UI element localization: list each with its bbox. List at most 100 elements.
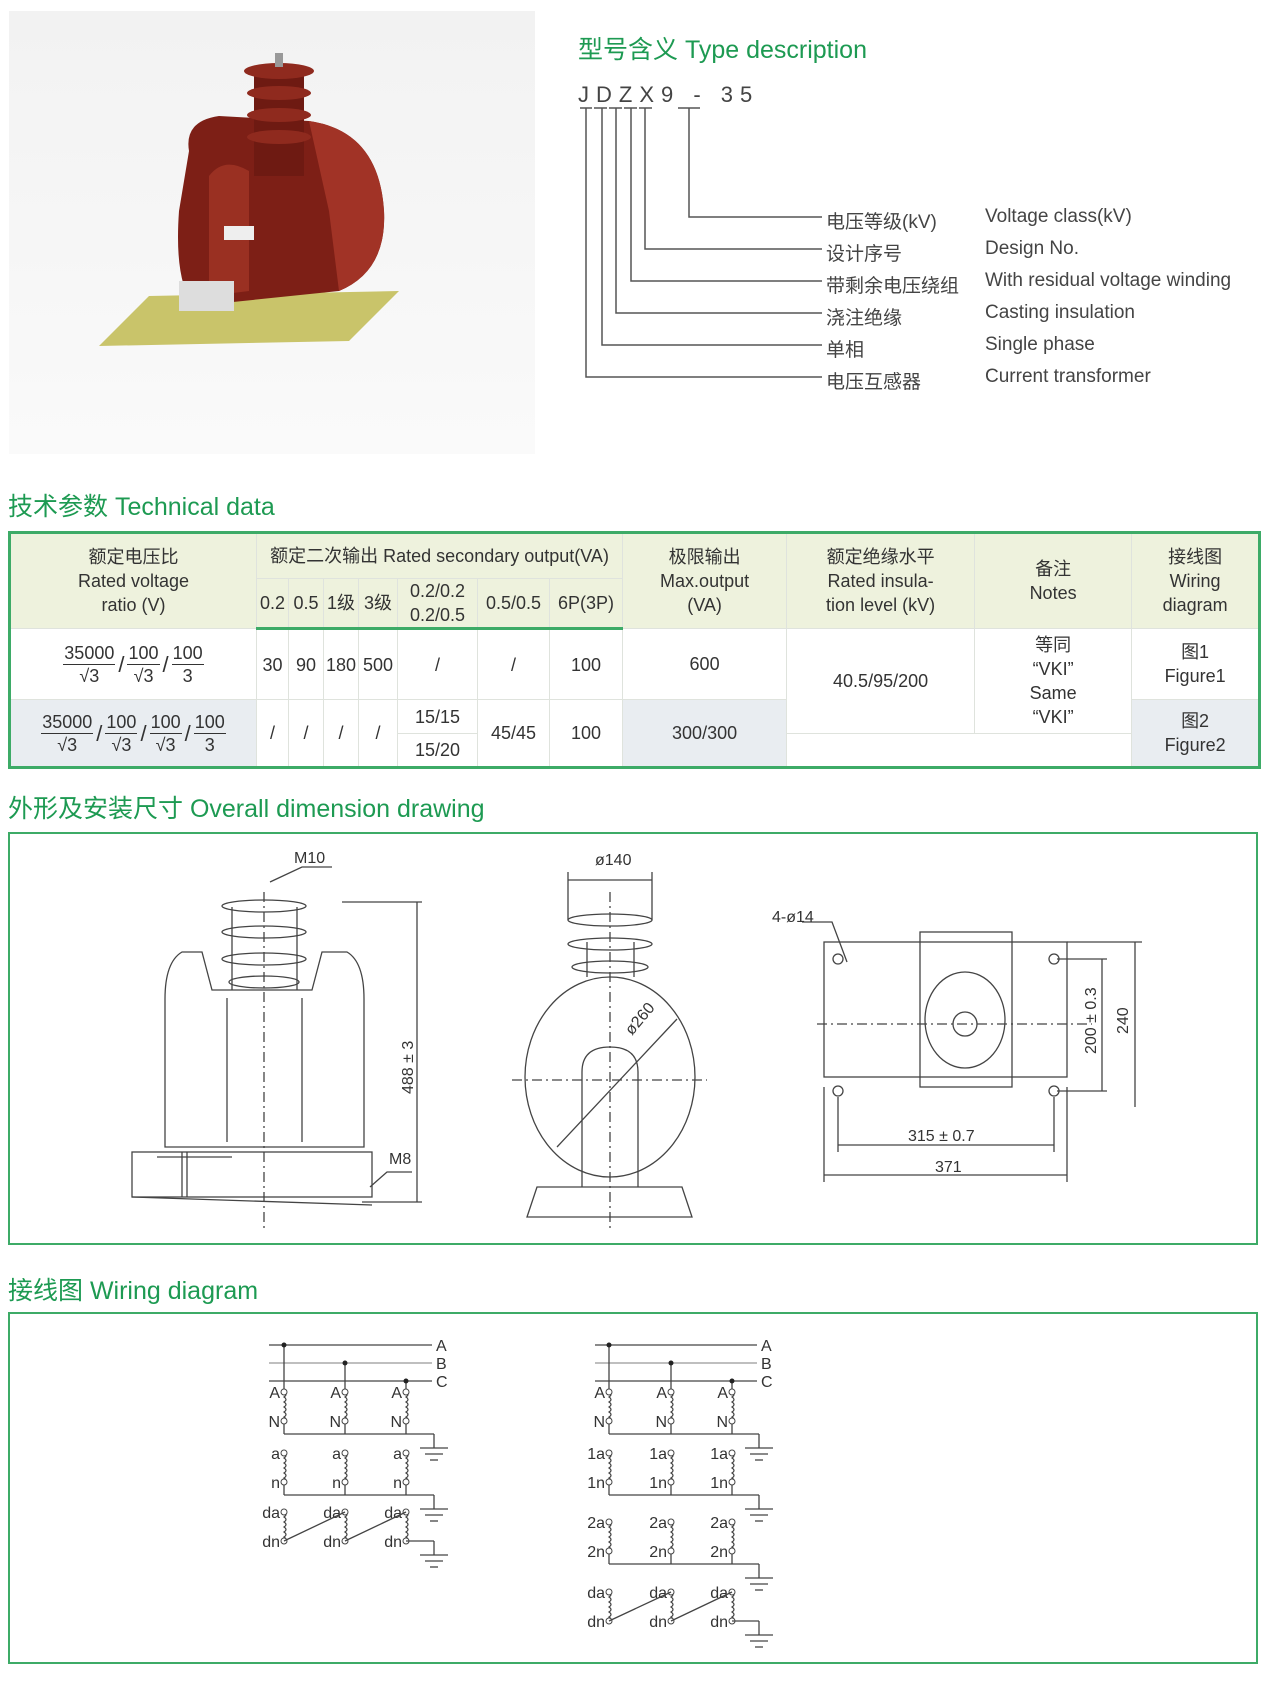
terminal-label: da [384, 1505, 402, 1522]
model-code: JDZX9 - 35 [578, 82, 760, 107]
terminal-label: 2a [649, 1515, 667, 1532]
terminal-label: A [717, 1385, 728, 1402]
cell: 600 [622, 628, 788, 700]
terminal-label: 1a [587, 1446, 605, 1463]
desc-en-voltage-class: Voltage class(kV) [985, 206, 1132, 227]
terminal-label: n [332, 1475, 341, 1492]
terminal-label: 2a [587, 1515, 605, 1532]
label-m8: M8 [389, 1151, 411, 1168]
ratio-fraction: 100√3 [105, 712, 138, 755]
terminal [341, 1478, 349, 1486]
desc-cn-residual: 带剩余电压绕组 [826, 276, 960, 297]
transformer-image [99, 53, 399, 346]
label-w240: 240 [1115, 1007, 1132, 1034]
desc-en-transformer: Current transformer [985, 366, 1151, 387]
notes-cell: 等同“VKI”Same“VKI” [974, 628, 1133, 734]
terminal-label: 1a [710, 1446, 728, 1463]
terminal [402, 1449, 410, 1457]
terminal-label: dn [649, 1614, 667, 1631]
terminal-label: N [716, 1414, 728, 1431]
terminal [605, 1449, 613, 1457]
subheader: 0.5 [288, 578, 324, 630]
cell: 100 [548, 628, 624, 700]
terminal [667, 1417, 675, 1425]
terminal [728, 1518, 736, 1526]
cell: / [477, 628, 550, 700]
cell: / [323, 699, 359, 768]
terminal-label: A [330, 1385, 341, 1402]
label-l315: 315 ± 0.7 [908, 1128, 975, 1145]
subheader: 6P(3P) [548, 578, 624, 630]
cell: / [288, 699, 324, 768]
winding-coil [730, 1391, 735, 1423]
terminal [605, 1388, 613, 1396]
bus-node [281, 1342, 287, 1348]
terminal-label: 2n [649, 1544, 667, 1561]
terminal-label: C [436, 1374, 448, 1391]
winding-coil [343, 1452, 348, 1484]
terminal [605, 1547, 613, 1555]
terminal [728, 1417, 736, 1425]
terminal [402, 1388, 410, 1396]
terminal [341, 1417, 349, 1425]
terminal-label: N [390, 1414, 402, 1431]
terminal-label: da [262, 1505, 280, 1522]
terminal-label: 1a [649, 1446, 667, 1463]
winding-coil [669, 1591, 674, 1623]
terminal-label: dn [384, 1534, 402, 1551]
cell: 500 [358, 628, 398, 700]
wiring-title: 接线图 Wiring diagram [8, 1277, 259, 1305]
cell: 100 [548, 699, 624, 768]
dimension-drawing-box: M10 M8 488 ± 3 ø140 ø260 4-ø14 200 ± 0.3… [8, 832, 1258, 1245]
terminal-label: 2a [710, 1515, 728, 1532]
winding-coil [282, 1452, 287, 1484]
terminal-label: A [761, 1338, 772, 1355]
subheader: 0.5/0.5 [477, 578, 550, 630]
terminal [667, 1547, 675, 1555]
terminal-label: A [656, 1385, 667, 1402]
terminal [280, 1508, 288, 1516]
terminal-label: a [332, 1446, 341, 1463]
subheader: 0.2 [256, 578, 289, 630]
winding-coil [730, 1591, 735, 1623]
terminal [280, 1449, 288, 1457]
terminal-label: dn [587, 1614, 605, 1631]
desc-en-design-no: Design No. [985, 238, 1079, 259]
terminal [667, 1449, 675, 1457]
terminal [728, 1478, 736, 1486]
technical-data-title: 技术参数 Technical data [8, 493, 275, 521]
winding-coil [282, 1391, 287, 1423]
type-code-leader-lines [580, 107, 822, 378]
terminal [728, 1547, 736, 1555]
terminal-label: 1n [649, 1475, 667, 1492]
winding-coil [607, 1521, 612, 1553]
terminal [280, 1478, 288, 1486]
desc-cn-design-no: 设计序号 [826, 244, 903, 265]
bus-node [342, 1360, 348, 1366]
front-view [131, 866, 422, 1232]
subheader: 3级 [358, 578, 398, 630]
winding-coil [669, 1521, 674, 1553]
wiring-diagram: ABCANANANananandadndadndadnABCANANAN1a1n… [262, 1338, 773, 1648]
terminal-label: a [271, 1446, 280, 1463]
bus-node [606, 1342, 612, 1348]
terminal [605, 1478, 613, 1486]
wire [608, 1591, 672, 1622]
terminal-label: A [391, 1385, 402, 1402]
ratio-fraction: 35000√3 [63, 643, 116, 686]
winding-coil [404, 1511, 409, 1543]
label-d140: ø140 [595, 852, 632, 869]
terminal [402, 1417, 410, 1425]
terminal-label: B [436, 1356, 447, 1373]
header-rated-secondary-output: 额定二次输出 Rated secondary output(VA) [255, 532, 624, 579]
side-view [512, 872, 707, 1232]
terminal-label: N [593, 1414, 605, 1431]
terminal-label: da [710, 1585, 728, 1602]
bus-node [403, 1378, 409, 1384]
